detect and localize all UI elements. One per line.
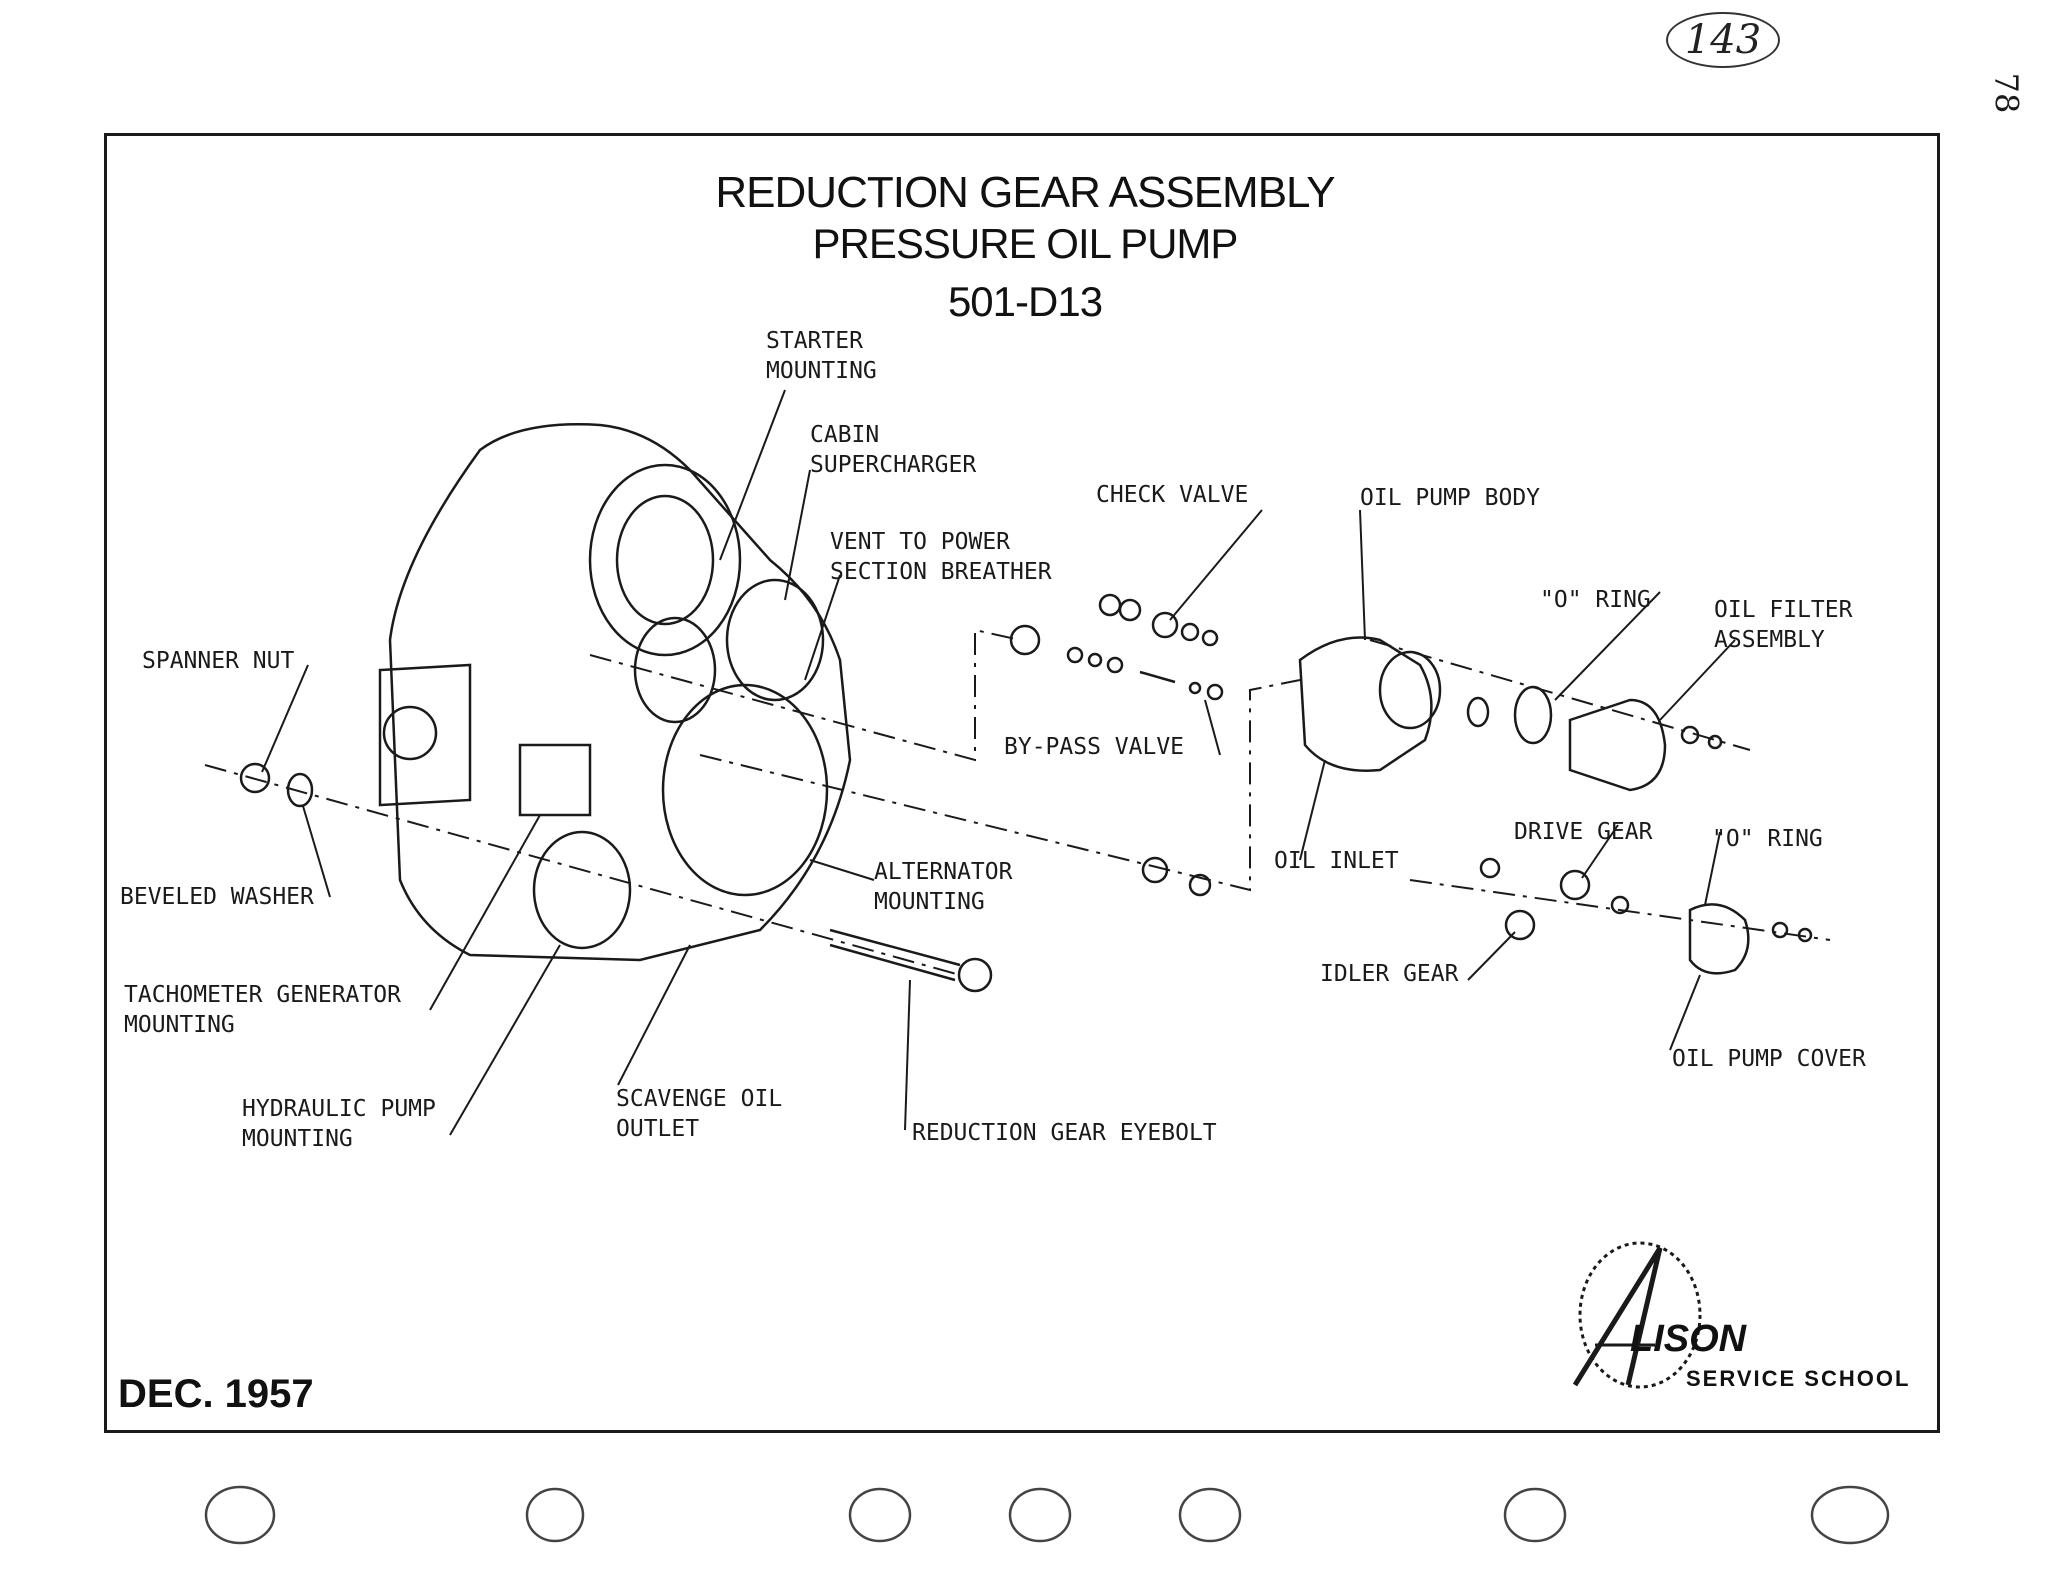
label-oil-inlet: OIL INLET xyxy=(1274,848,1399,874)
alternator-mounting-flange xyxy=(661,683,829,897)
title-line-3: 501-D13 xyxy=(947,278,1103,325)
leader-eyebolt xyxy=(904,979,911,1131)
label-drive-gear: DRIVE GEAR xyxy=(1514,819,1653,845)
logo-brand-text: LISON xyxy=(1630,1318,1747,1360)
oil-filter-assembly xyxy=(1568,698,1667,792)
leader-scavenge xyxy=(617,944,691,1086)
leader-washer xyxy=(302,805,331,898)
leader-o-ring-right xyxy=(1704,831,1721,906)
centerline-upper xyxy=(589,628,1021,762)
leader-oil-pump-cover xyxy=(1669,974,1701,1051)
leader-check-valve xyxy=(1169,509,1263,621)
label-reduction-gear-eyebolt: REDUCTION GEAR EYEBOLT xyxy=(912,1120,1217,1146)
drawing-frame xyxy=(104,133,1940,1433)
label-beveled-washer: BEVELED WASHER xyxy=(120,884,314,910)
leader-bypass xyxy=(1204,699,1221,756)
cabin-supercharger-pad xyxy=(725,578,825,702)
binder-holes xyxy=(204,1485,1890,1545)
circled-page-number: 143 xyxy=(1666,12,1780,68)
leader-cabin xyxy=(784,469,811,601)
leader-tach xyxy=(429,814,541,1011)
allison-logo-mark xyxy=(1572,1241,1702,1389)
drive-gear xyxy=(1559,869,1591,901)
leader-vent xyxy=(804,574,841,681)
tach-generator-pad xyxy=(518,743,592,817)
spanner-nut xyxy=(239,762,271,794)
label-o-ring-right: "O" RING xyxy=(1712,826,1823,852)
idler-gear xyxy=(1504,909,1536,941)
leader-spanner xyxy=(261,664,309,773)
leader-drive-gear xyxy=(1581,824,1619,879)
label-oil-filter-assembly: OIL FILTER ASSEMBLY xyxy=(1714,597,1853,653)
reduction-gear-eyebolt xyxy=(829,928,961,982)
leader-oil-inlet xyxy=(1299,759,1326,861)
title-line-1: REDUCTION GEAR ASSEMBLY xyxy=(715,168,1335,217)
label-cabin-supercharger: CABIN SUPERCHARGER xyxy=(810,422,977,478)
label-tachometer-generator-mounting: TACHOMETER GENERATOR MOUNTING xyxy=(124,982,401,1038)
leader-hydraulic xyxy=(449,944,561,1136)
check-valve-o-ring xyxy=(1009,624,1041,656)
label-alternator-mounting: ALTERNATOR MOUNTING xyxy=(874,859,1013,915)
housing-front-face xyxy=(378,663,472,807)
leader-filter xyxy=(1659,639,1736,721)
title-line-2: PRESSURE OIL PUMP xyxy=(812,220,1239,267)
label-oil-pump-cover: OIL PUMP COVER xyxy=(1672,1046,1866,1072)
front-bore xyxy=(382,705,438,761)
oil-pump-body xyxy=(1298,636,1433,772)
o-ring-upper xyxy=(1513,685,1553,745)
centerline-lower xyxy=(1409,879,1831,941)
gearbox-housing-outline xyxy=(388,423,852,962)
leader-starter xyxy=(719,389,786,561)
label-by-pass-valve: BY-PASS VALVE xyxy=(1004,734,1185,760)
label-check-valve: CHECK VALVE xyxy=(1096,482,1249,508)
centerline-eyebolt xyxy=(204,764,961,976)
leader-oil-pump-body xyxy=(1359,509,1366,641)
label-spanner-nut: SPANNER NUT xyxy=(142,648,295,674)
starter-mounting-flange xyxy=(588,463,742,657)
accessory-pad xyxy=(633,616,717,724)
leader-idler xyxy=(1467,931,1516,981)
beveled-washer xyxy=(286,772,314,808)
hydraulic-pump-pad xyxy=(532,830,632,950)
label-scavenge-oil-outlet: SCAVENGE OIL OUTLET xyxy=(616,1086,783,1142)
centerline-mid xyxy=(699,679,1301,892)
label-hydraulic-pump-mounting: HYDRAULIC PUMP MOUNTING xyxy=(242,1096,436,1152)
logo-subtitle: SERVICE SCHOOL xyxy=(1686,1366,1911,1391)
leader-o-ring-top xyxy=(1554,591,1661,701)
oil-pump-cover xyxy=(1688,903,1750,975)
label-o-ring-top: "O" RING xyxy=(1540,587,1651,613)
leader-alternator xyxy=(809,859,875,881)
label-idler-gear: IDLER GEAR xyxy=(1320,961,1459,987)
label-starter-mounting: STARTER MOUNTING xyxy=(766,328,877,384)
label-oil-pump-body: OIL PUMP BODY xyxy=(1360,485,1541,511)
issue-date: DEC. 1957 xyxy=(118,1372,314,1416)
label-vent-breather: VENT TO POWER SECTION BREATHER xyxy=(830,529,1052,585)
